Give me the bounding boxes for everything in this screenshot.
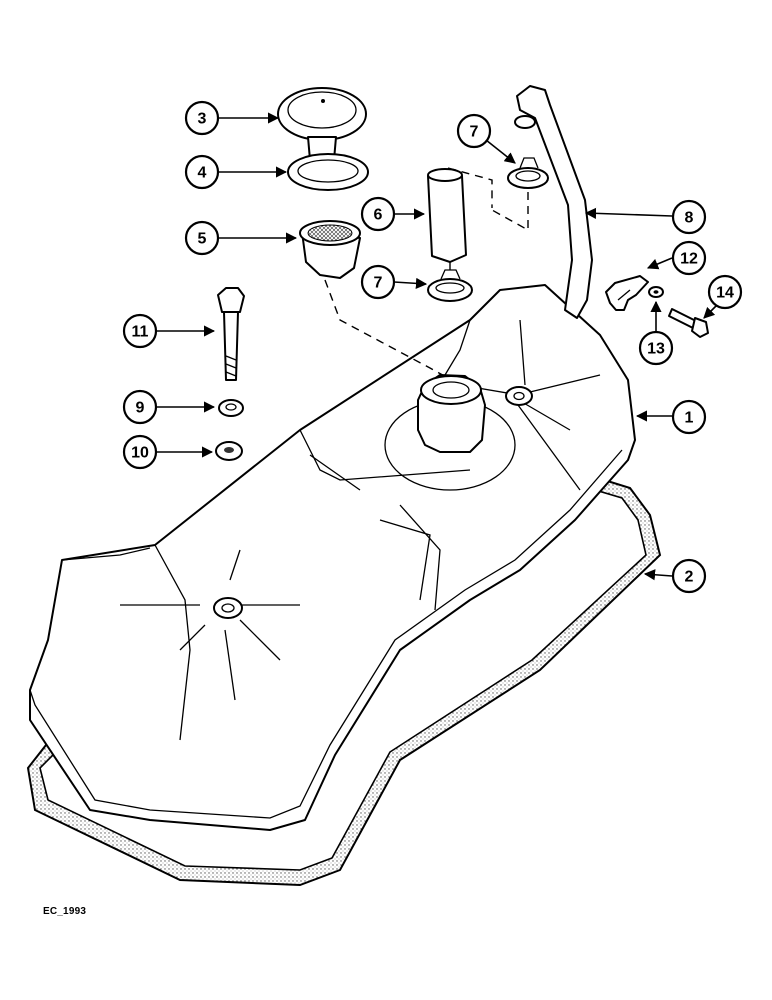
assembly-lines <box>324 167 529 379</box>
svg-text:14: 14 <box>716 285 734 302</box>
svg-text:1: 1 <box>685 410 694 427</box>
leader-lines <box>156 112 717 581</box>
small-washer-part <box>648 286 664 298</box>
svg-text:12: 12 <box>680 251 698 268</box>
callout-7-lower: 7 <box>360 264 396 300</box>
callout-2: 2 <box>671 558 707 594</box>
screw-part <box>668 308 709 338</box>
callout-1: 1 <box>671 399 707 435</box>
callout-3: 3 <box>184 100 220 136</box>
hose-part <box>427 168 467 263</box>
svg-text:9: 9 <box>136 400 145 417</box>
callout-14: 14 <box>707 274 743 310</box>
callout-5: 5 <box>184 220 220 256</box>
seal-washer-part <box>215 441 243 461</box>
callout-7-upper: 7 <box>456 113 492 149</box>
figure-code: EC_1993 <box>43 906 87 917</box>
callout-12: 12 <box>671 240 707 276</box>
callout-4: 4 <box>184 154 220 190</box>
hose-clip-upper <box>507 157 549 189</box>
svg-text:10: 10 <box>131 445 149 462</box>
svg-text:6: 6 <box>374 207 383 224</box>
washer-part <box>218 399 244 417</box>
hose-clip-lower <box>427 269 473 302</box>
svg-text:5: 5 <box>198 231 207 248</box>
svg-text:8: 8 <box>685 210 694 227</box>
callout-10: 10 <box>122 434 158 470</box>
rocker-cover-part <box>29 284 636 831</box>
svg-text:3: 3 <box>198 111 207 128</box>
svg-text:11: 11 <box>132 324 149 341</box>
pipe-clip-part <box>605 275 649 311</box>
svg-text:7: 7 <box>470 124 479 141</box>
svg-text:4: 4 <box>198 165 207 182</box>
svg-text:13: 13 <box>647 341 665 358</box>
callout-13: 13 <box>638 330 674 366</box>
callout-11: 11 <box>122 313 158 349</box>
callout-8: 8 <box>671 199 707 235</box>
svg-text:7: 7 <box>374 275 383 292</box>
filler-cap-part <box>277 87 367 161</box>
seal-ring-part <box>287 153 369 191</box>
callout-6: 6 <box>360 196 396 232</box>
bolt-part <box>217 287 245 381</box>
strainer-part <box>299 220 361 279</box>
svg-text:2: 2 <box>685 569 694 586</box>
callout-9: 9 <box>122 389 158 425</box>
breather-pipe-part <box>514 85 593 319</box>
